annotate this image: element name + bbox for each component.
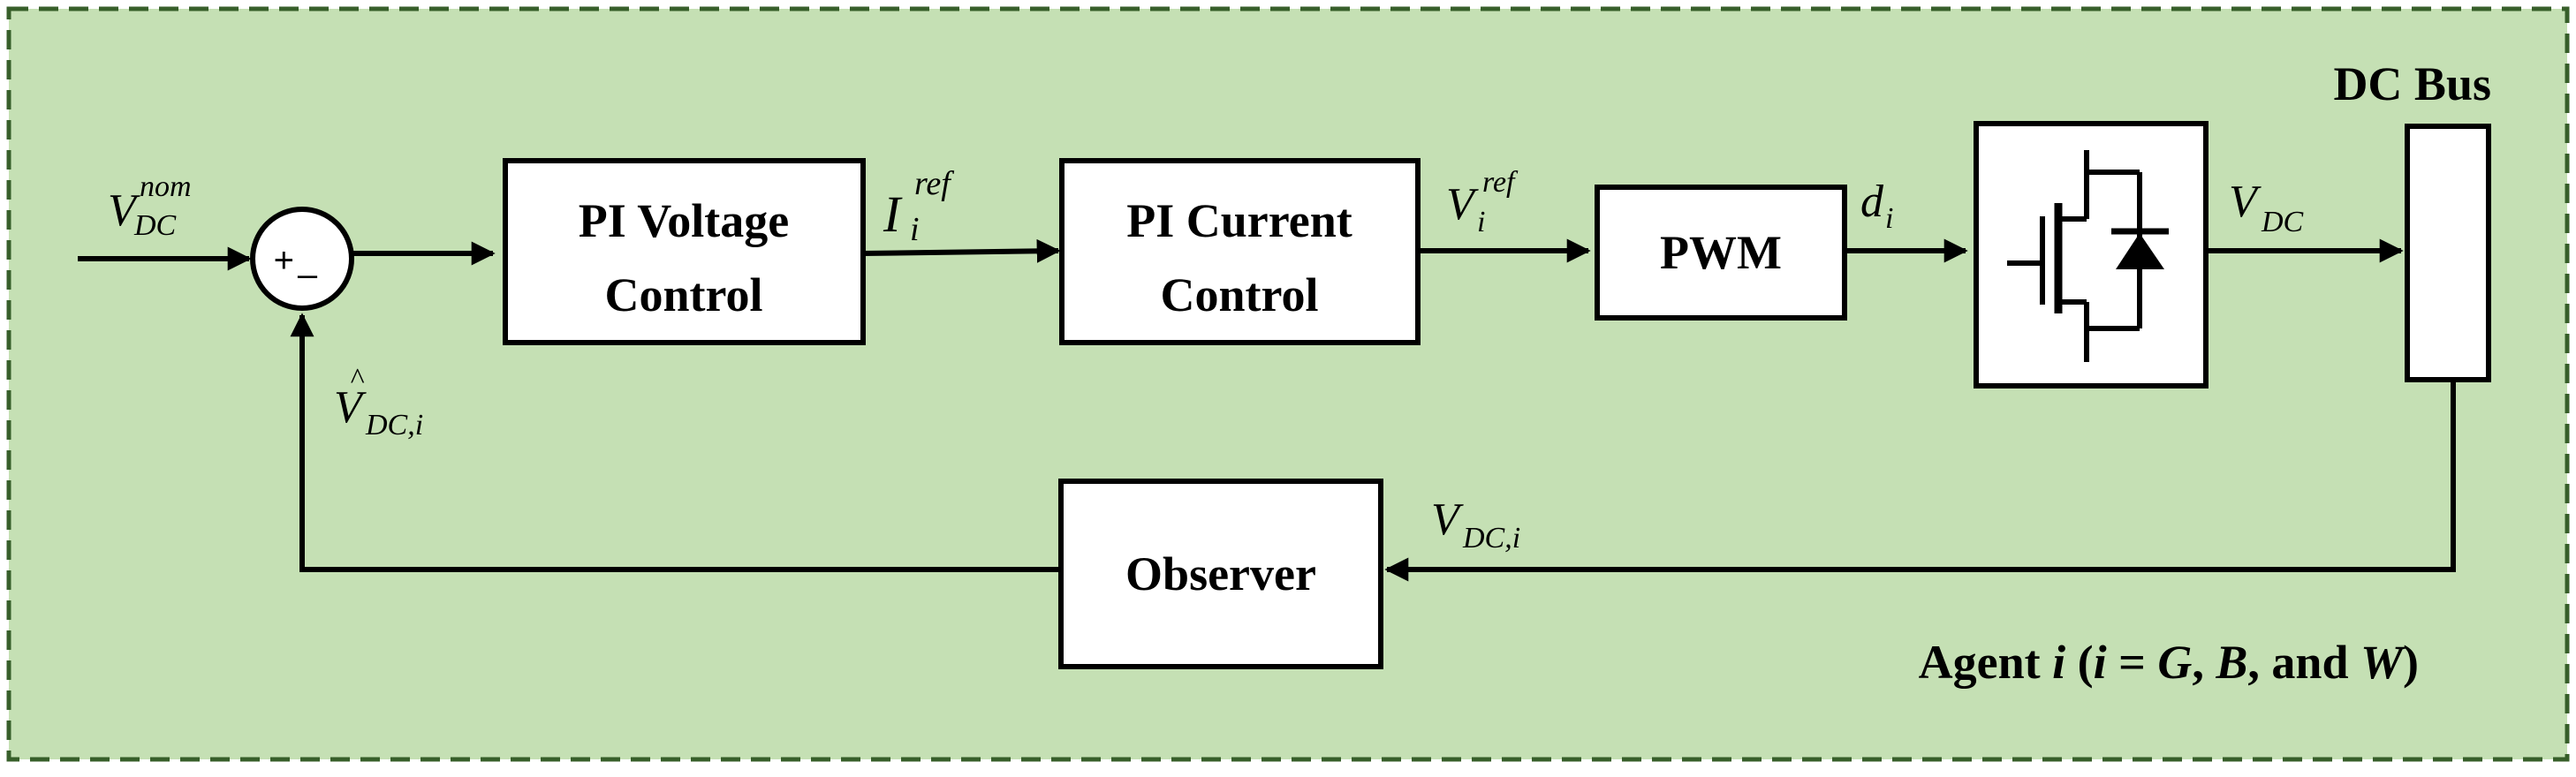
signal-v-ref-label: V ref i	[1446, 166, 1519, 238]
agent-label-eq: =	[2107, 636, 2158, 689]
current-ref-wire	[862, 238, 1061, 263]
v-dc-i-sub: DC,i	[1462, 522, 1520, 554]
i-ref-main: I	[883, 185, 903, 243]
signal-v-dc-label: V DC	[2229, 177, 2304, 238]
v-ref-main: V	[1446, 179, 1479, 230]
signal-v-hat-label: V ^ DC,i	[334, 363, 423, 441]
feedback-wire-bus	[1384, 380, 2456, 582]
agent-label: Agent i (i = G, B, and W)	[1919, 636, 2419, 689]
sum-plus-sign: +	[274, 241, 294, 280]
pi-voltage-label-line2: Control	[604, 268, 762, 321]
pi-current-label-line2: Control	[1160, 268, 1318, 321]
pi-current-control-block: PI Current Control	[1059, 158, 1421, 345]
observer-block: Observer	[1058, 479, 1383, 669]
v-dc-main: V	[2229, 177, 2262, 227]
v-nom-sub: DC	[133, 209, 177, 242]
signal-v-dc-i-label: V DC,i	[1431, 494, 1520, 554]
v-hat-accent: ^	[350, 363, 365, 396]
agent-label-var: i	[2052, 636, 2065, 689]
pi-voltage-label-line1: PI Voltage	[579, 194, 790, 247]
agent-label-var2: i	[2094, 636, 2107, 689]
summing-junction: + –	[250, 207, 354, 311]
pwm-block: PWM	[1595, 185, 1847, 321]
v-dc-sub: DC	[2261, 206, 2304, 238]
feedback-wire-estimate	[290, 313, 1061, 572]
v-ref-sub: i	[1477, 206, 1485, 238]
agent-label-close: )	[2403, 636, 2419, 689]
agent-label-g: G	[2157, 636, 2192, 689]
v-nom-main: V	[108, 185, 140, 236]
agent-label-b: B	[2215, 636, 2247, 689]
agent-label-w: W	[2360, 636, 2406, 689]
agent-label-open: (	[2065, 636, 2093, 689]
v-hat-main: V	[334, 382, 367, 433]
v-dc-i-main: V	[1431, 494, 1464, 545]
summing-junction-circle	[250, 207, 354, 311]
converter-block	[1974, 121, 2209, 388]
dc-bus-title: DC Bus	[2333, 57, 2491, 110]
v-hat-sub: DC,i	[365, 409, 423, 441]
pi-voltage-control-block: PI Voltage Control	[503, 158, 866, 345]
sum-minus-sign: –	[298, 255, 318, 294]
mosfet-diode-switch-icon	[2007, 150, 2169, 362]
v-nom-sup: nom	[140, 170, 192, 203]
i-ref-sub: i	[910, 211, 920, 248]
d-i-sub: i	[1885, 202, 1893, 235]
i-ref-sup: ref	[914, 165, 954, 202]
signal-i-ref-label: I ref i	[883, 165, 954, 248]
agent-label-c1: ,	[2192, 636, 2216, 689]
agent-label-and: , and	[2247, 636, 2360, 689]
signal-v-nom-label: V nom DC	[108, 170, 192, 242]
v-ref-sup: ref	[1482, 166, 1519, 199]
pi-current-label-line1: PI Current	[1126, 194, 1352, 247]
observer-label: Observer	[1125, 547, 1316, 600]
signal-d-i-label: d i	[1860, 177, 1893, 235]
d-i-main: d	[1860, 177, 1884, 227]
dc-bus-bar	[2405, 124, 2491, 382]
pwm-label: PWM	[1660, 226, 1782, 279]
agent-label-prefix: Agent	[1919, 636, 2052, 689]
